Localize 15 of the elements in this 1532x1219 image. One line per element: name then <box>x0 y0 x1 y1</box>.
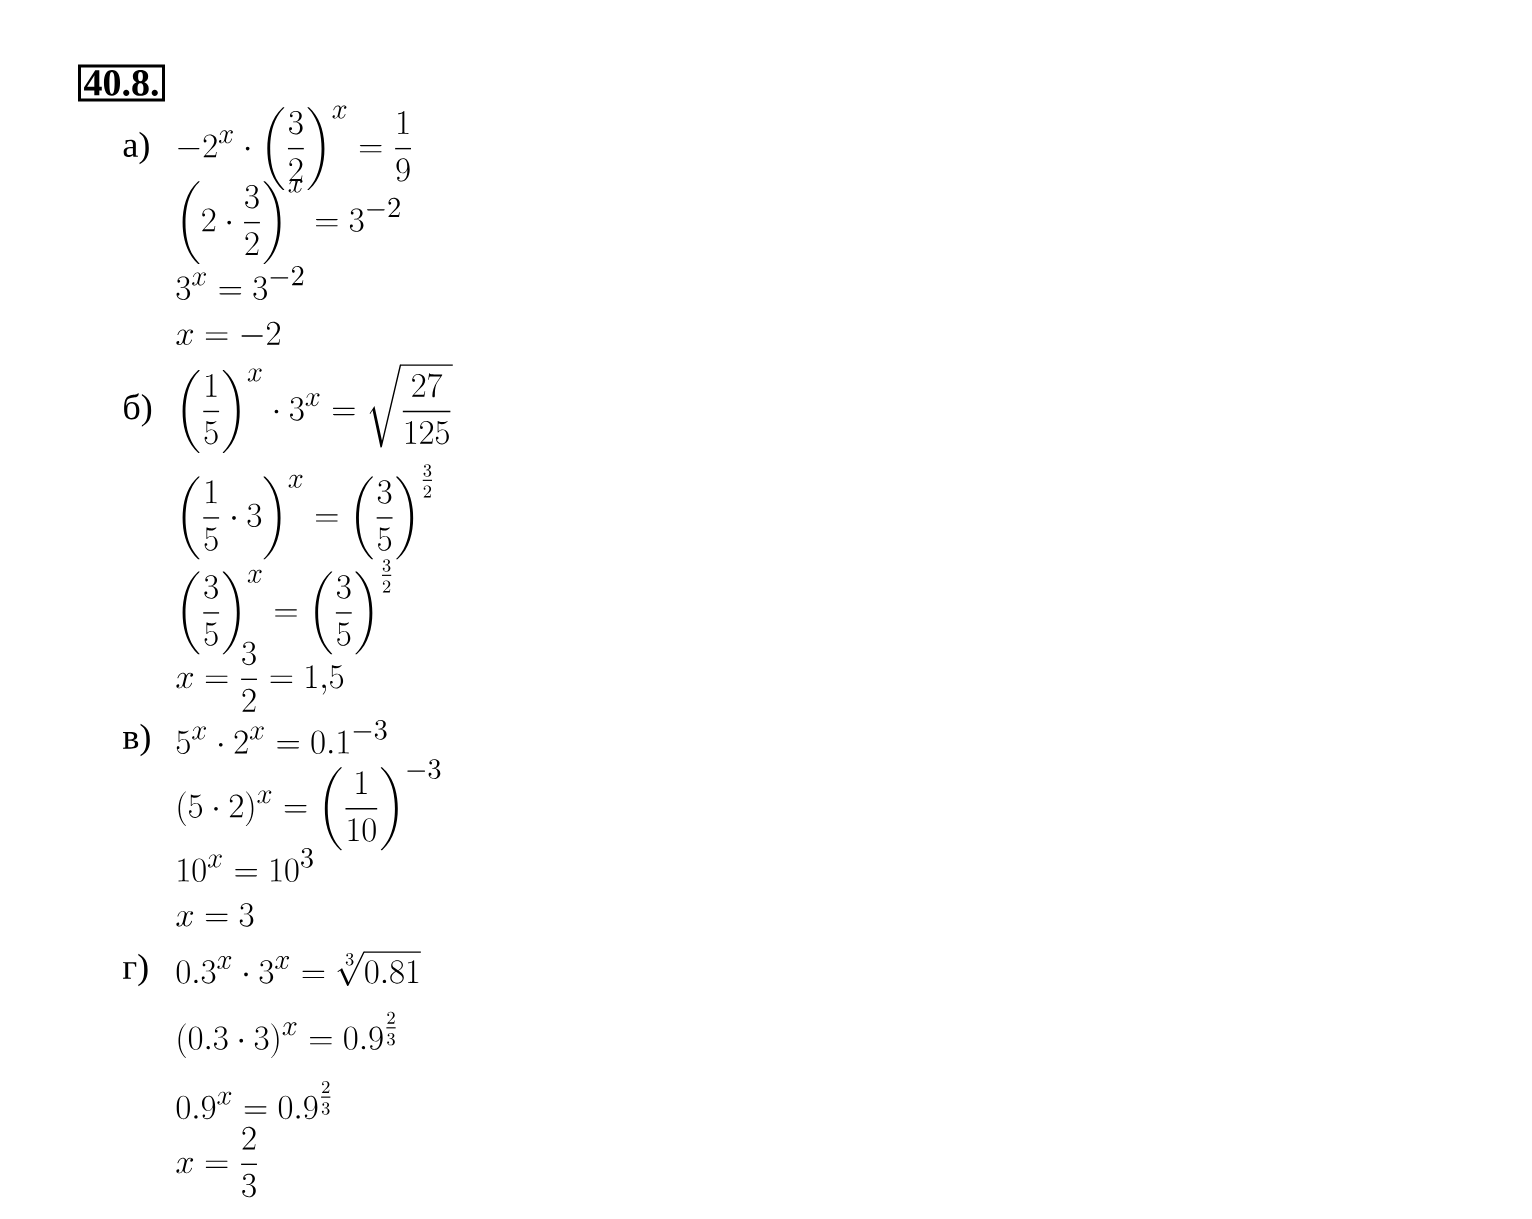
equation: $0.3^x \cdot 3^x = \sqrt[3]{0.81}$ <box>176 951 421 986</box>
item-letter: в) <box>123 723 150 757</box>
equation: $x = \frac{2}{3}$ <box>176 1126 257 1198</box>
equation: $(0.3 \cdot 3)^x = 0.9^{\frac{2}{3}}$ <box>178 1011 396 1058</box>
equation: $x = -2$ <box>176 321 280 346</box>
item-letter: а) <box>123 131 149 165</box>
equation: $3^x = 3^{-2}$ <box>176 266 304 300</box>
item-letter: г) <box>123 953 148 987</box>
problem-number: 40.8. <box>78 64 165 102</box>
equation: $5^x \cdot 2^x = 0.1^{-3}$ <box>176 720 387 754</box>
equation: $\left(\frac{1}{5} \cdot 3\right)^x = \left(\frac{3}{5}\right)^{\frac{3}{2}}$ <box>182 464 432 560</box>
equation: $0.9^x = 0.9^{\frac{2}{3}}$ <box>176 1081 331 1120</box>
equation: $x = 3$ <box>176 903 254 927</box>
item-letter: б) <box>124 393 152 427</box>
equation: $\left(\frac{1}{5}\right)^x \cdot 3^x = \sqrt{\frac{27}{125}}$ <box>182 364 453 453</box>
